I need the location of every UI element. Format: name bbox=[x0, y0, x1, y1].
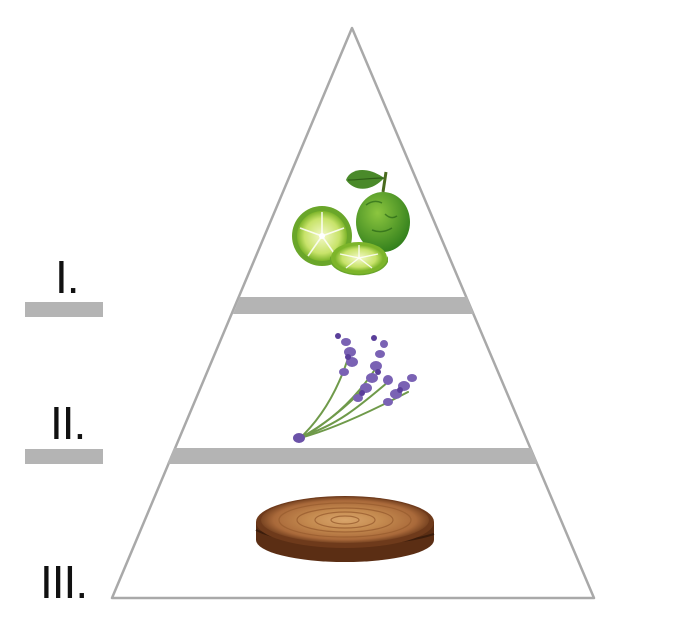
wood-slice-icon bbox=[256, 496, 434, 562]
tier-label-1: I. bbox=[55, 254, 79, 300]
tier-1-side-bar bbox=[25, 302, 103, 317]
tier-label-3: III. bbox=[40, 559, 87, 605]
tier-separator-lower bbox=[167, 448, 538, 464]
tier-2-side-bar bbox=[25, 449, 103, 464]
tier-separator-upper bbox=[233, 297, 474, 314]
tier-label-2: II. bbox=[50, 400, 85, 446]
